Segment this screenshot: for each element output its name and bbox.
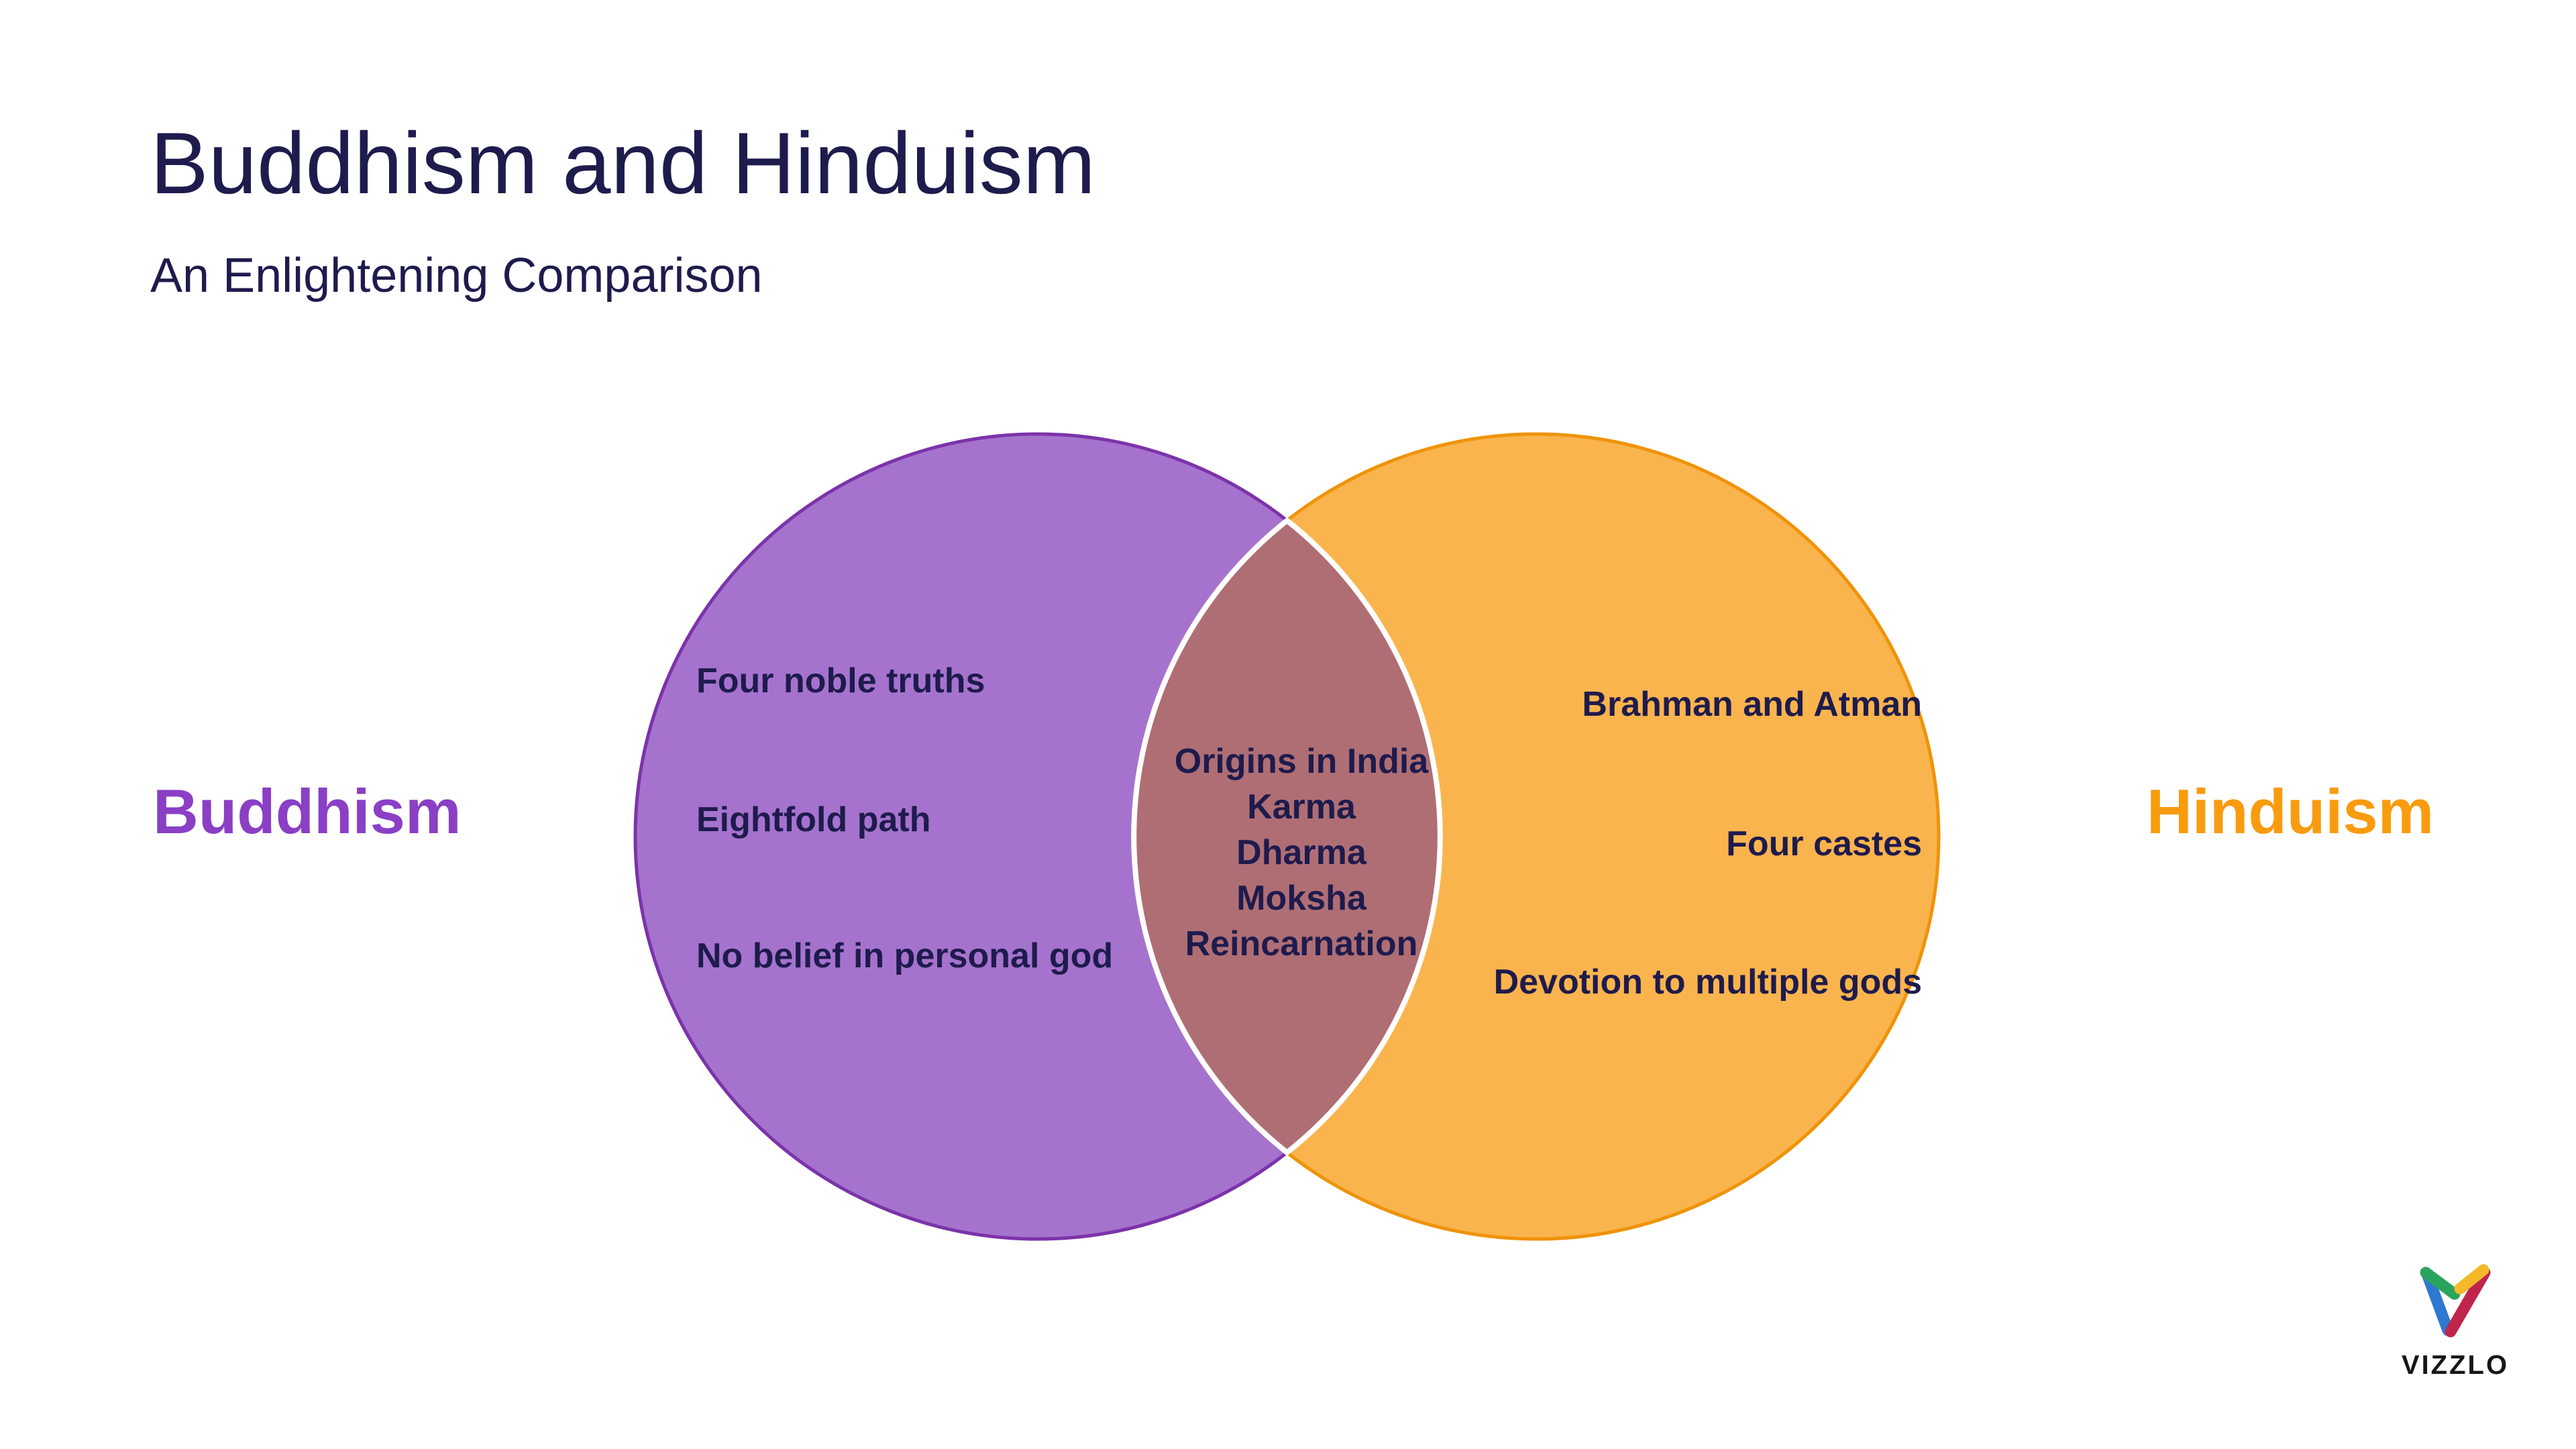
buddhism-item: No belief in personal god: [696, 936, 1114, 975]
overlap-item: Dharma: [1236, 833, 1366, 872]
vizzlo-logo-icon: [2420, 1264, 2491, 1338]
hinduism-set-label: Hinduism: [2147, 776, 2434, 847]
buddhism-set-label: Buddhism: [153, 776, 462, 847]
page-title: Buddhism and Hinduism: [150, 114, 1096, 212]
page-subtitle: An Enlightening Comparison: [150, 249, 763, 303]
buddhism-item: Four noble truths: [696, 661, 985, 700]
overlap-item: Origins in India: [1174, 742, 1429, 781]
vizzlo-wordmark: VIZZLO: [2401, 1350, 2510, 1380]
vizzlo-branding: VIZZLO: [2398, 1263, 2512, 1381]
hinduism-item: Brahman and Atman: [1582, 685, 1922, 724]
overlap-item-list: Origins in India Karma Dharma Moksha Rei…: [1140, 739, 1462, 967]
hinduism-item: Four castes: [1726, 824, 1922, 863]
buddhism-item: Eightfold path: [696, 800, 931, 839]
overlap-item: Karma: [1247, 788, 1356, 826]
overlap-item: Moksha: [1236, 879, 1366, 918]
hinduism-item: Devotion to multiple gods: [1493, 963, 1922, 1002]
overlap-lens: [1131, 517, 1443, 1157]
overlap-item: Reincarnation: [1185, 924, 1418, 963]
